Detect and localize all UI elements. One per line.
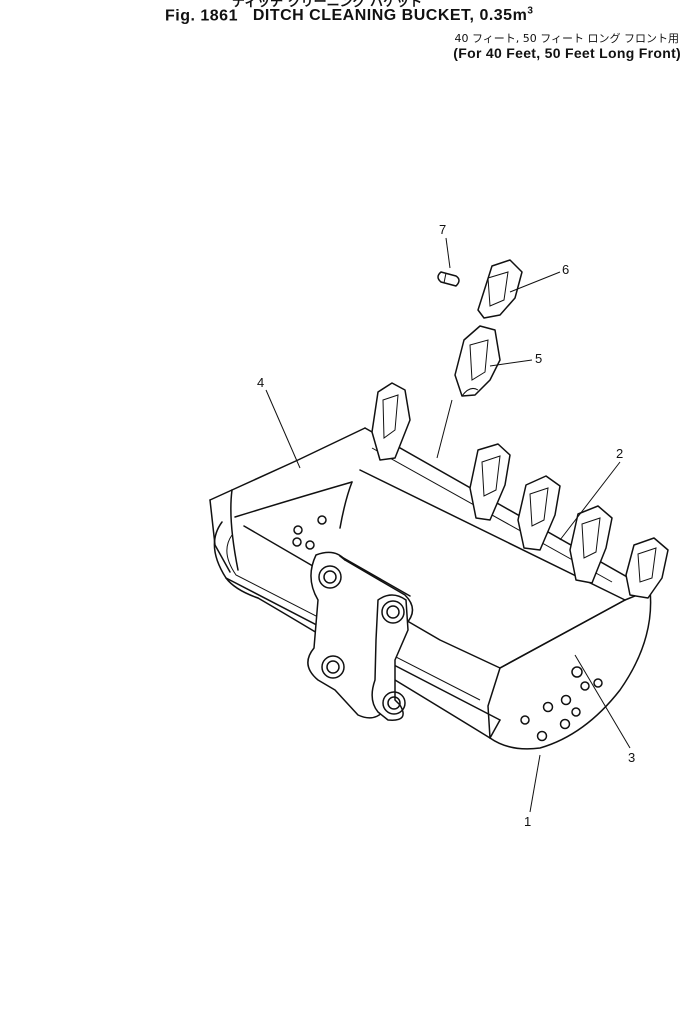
callout-3: 3 bbox=[628, 750, 635, 765]
clipped-japanese-title: ディッチ クリーニング バケット bbox=[232, 0, 423, 10]
callout-4: 4 bbox=[257, 375, 264, 390]
figure-title: Fig. 1861 DITCH CLEANING BUCKET, 0.35m3 bbox=[165, 6, 533, 25]
figure-title-text: DITCH CLEANING BUCKET, 0.35m bbox=[252, 7, 528, 25]
callout-2: 2 bbox=[616, 446, 623, 461]
leader-lines bbox=[265, 237, 631, 813]
bucket-teeth bbox=[371, 382, 669, 599]
english-subtitle: (For 40 Feet, 50 Feet Long Front) bbox=[453, 45, 681, 61]
callout-1: 1 bbox=[524, 814, 531, 829]
bucket-body bbox=[209, 427, 652, 750]
tooth-adapter bbox=[454, 325, 501, 397]
tooth-point bbox=[477, 259, 523, 319]
callout-6: 6 bbox=[562, 262, 569, 277]
lock-pin bbox=[437, 271, 460, 287]
japanese-subtitle: 40 フィート, 50 フィート ロング フロント用 bbox=[454, 32, 679, 45]
figure-label: Fig. 1861 bbox=[165, 7, 238, 25]
mounting-brackets bbox=[307, 551, 414, 721]
callout-7: 7 bbox=[439, 222, 446, 237]
callout-5: 5 bbox=[535, 351, 542, 366]
title-superscript: 3 bbox=[527, 6, 534, 17]
